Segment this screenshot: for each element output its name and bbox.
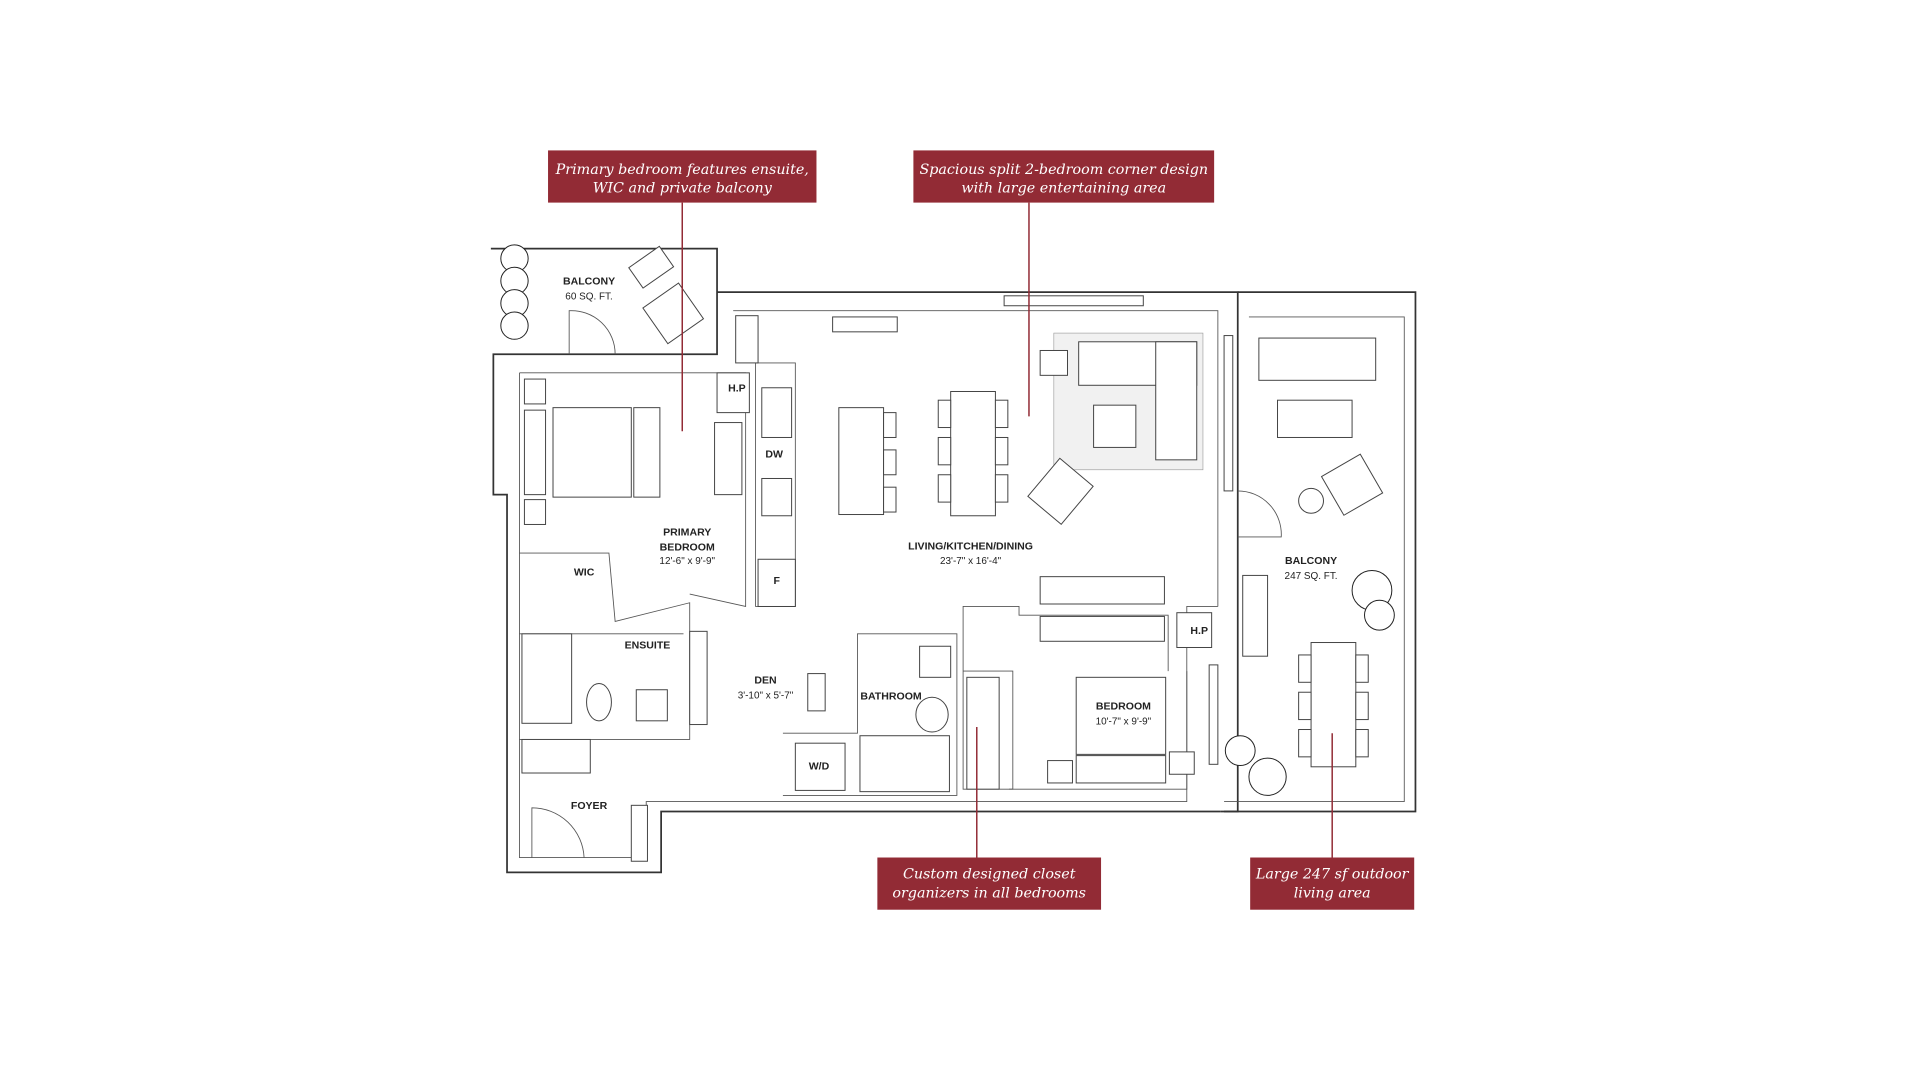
room-balcony-large: BALCONY <box>1285 555 1337 567</box>
room-living: LIVING/KITCHEN/DINING <box>908 540 1033 552</box>
room-ensuite: ENSUITE <box>625 640 671 652</box>
room-size: 247 SQ. FT. <box>1285 571 1338 582</box>
callout-corner-design: Spacious split 2-bedroom corner design w… <box>913 150 1215 417</box>
room-primary-bedroom: PRIMARY <box>663 527 711 539</box>
callout-primary-bedroom: Primary bedroom features ensuite, WIC an… <box>548 150 817 432</box>
callout-text: WIC and private balcony <box>593 181 773 197</box>
room-den: DEN <box>754 675 776 687</box>
callout-outdoor: Large 247 sf outdoor living area <box>1250 733 1415 910</box>
callout-text: Primary bedroom features ensuite, <box>555 162 809 178</box>
room-name: BEDROOM <box>660 542 715 554</box>
room-size: 60 SQ. FT. <box>565 292 613 303</box>
walls <box>490 247 1417 874</box>
callout-text: Large 247 sf outdoor <box>1255 867 1410 883</box>
fixture-hp: H.P <box>1190 625 1208 637</box>
room-wic: WIC <box>574 566 595 578</box>
callout-text: organizers in all bedrooms <box>892 885 1086 901</box>
callout-closet: Custom designed closet organizers in all… <box>877 727 1102 910</box>
callout-text: living area <box>1294 885 1371 901</box>
room-labels: BALCONY 60 SQ. FT. PRIMARY BEDROOM 12'-6… <box>563 276 1338 812</box>
room-size: 12'-6" x 9'-9" <box>659 556 715 567</box>
trees <box>500 244 1395 796</box>
room-foyer: FOYER <box>571 800 608 812</box>
room-bedroom: BEDROOM <box>1096 701 1151 713</box>
room-size: 3'-10" x 5'-7" <box>738 690 794 701</box>
furniture <box>521 245 1384 862</box>
room-wd: W/D <box>809 760 830 772</box>
room-balcony-small: BALCONY <box>563 276 615 288</box>
room-size: 23'-7" x 16'-4" <box>940 556 1002 567</box>
fixture-hp: H.P <box>728 382 746 394</box>
fixture-dishwasher: DW <box>765 448 783 460</box>
callout-text: with large entertaining area <box>961 181 1166 197</box>
fixture-fridge: F <box>773 575 780 587</box>
callout-text: Spacious split 2-bedroom corner design <box>919 162 1208 178</box>
room-bathroom: BATHROOM <box>860 691 922 703</box>
callout-text: Custom designed closet <box>903 867 1076 883</box>
room-size: 10'-7" x 9'-9" <box>1096 717 1152 728</box>
